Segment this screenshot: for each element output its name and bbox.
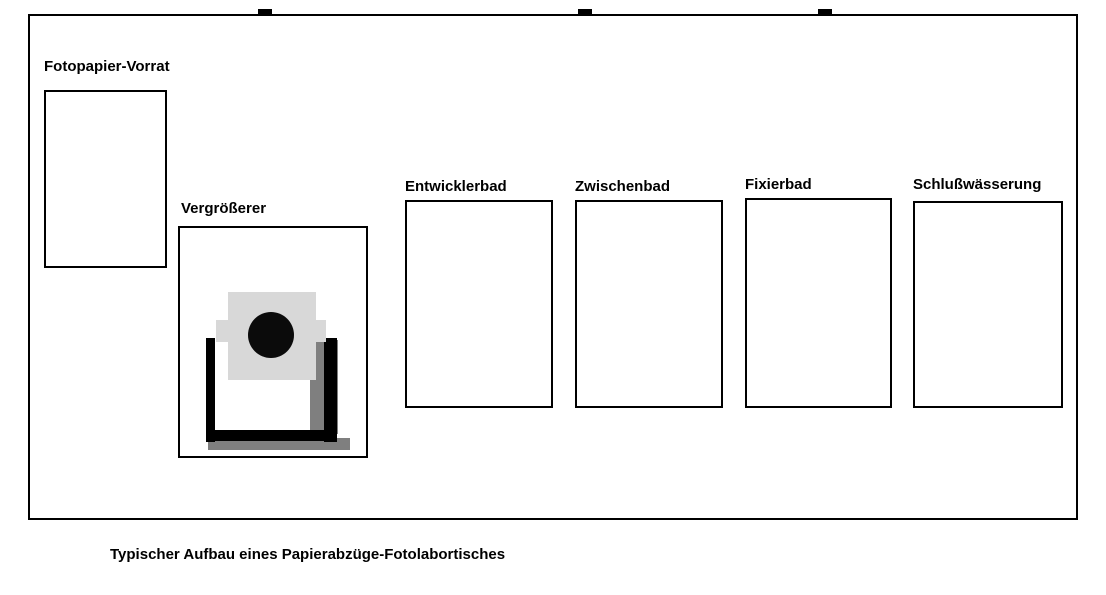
intermediate-bath-label: Zwischenbad bbox=[575, 178, 671, 195]
enlarger-base-strip bbox=[208, 438, 350, 450]
enlarger-frame-left bbox=[206, 338, 215, 442]
top-edge-mark bbox=[818, 9, 832, 17]
paper-supply-label: Fotopapier-Vorrat bbox=[44, 58, 170, 75]
enlarger-baseboard bbox=[206, 430, 337, 441]
final-wash-box bbox=[913, 201, 1063, 408]
top-edge-mark bbox=[258, 9, 272, 17]
final-wash-label: Schlußwässerung bbox=[913, 176, 1042, 193]
enlarger-head-tab bbox=[216, 320, 230, 342]
developer-bath-box bbox=[405, 200, 553, 408]
fixer-bath-box bbox=[745, 198, 892, 408]
diagram-caption: Typischer Aufbau eines Papierabzüge-Foto… bbox=[110, 546, 506, 563]
enlarger-label: Vergrößerer bbox=[181, 200, 267, 217]
top-edge-mark bbox=[578, 9, 592, 17]
fixer-bath-label: Fixierbad bbox=[745, 176, 812, 193]
enlarger-box bbox=[178, 226, 368, 458]
enlarger-column bbox=[324, 338, 337, 442]
developer-bath-label: Entwicklerbad bbox=[405, 178, 507, 195]
intermediate-bath-box bbox=[575, 200, 723, 408]
paper-supply-box bbox=[44, 90, 167, 268]
enlarger-lens-icon bbox=[248, 312, 294, 358]
